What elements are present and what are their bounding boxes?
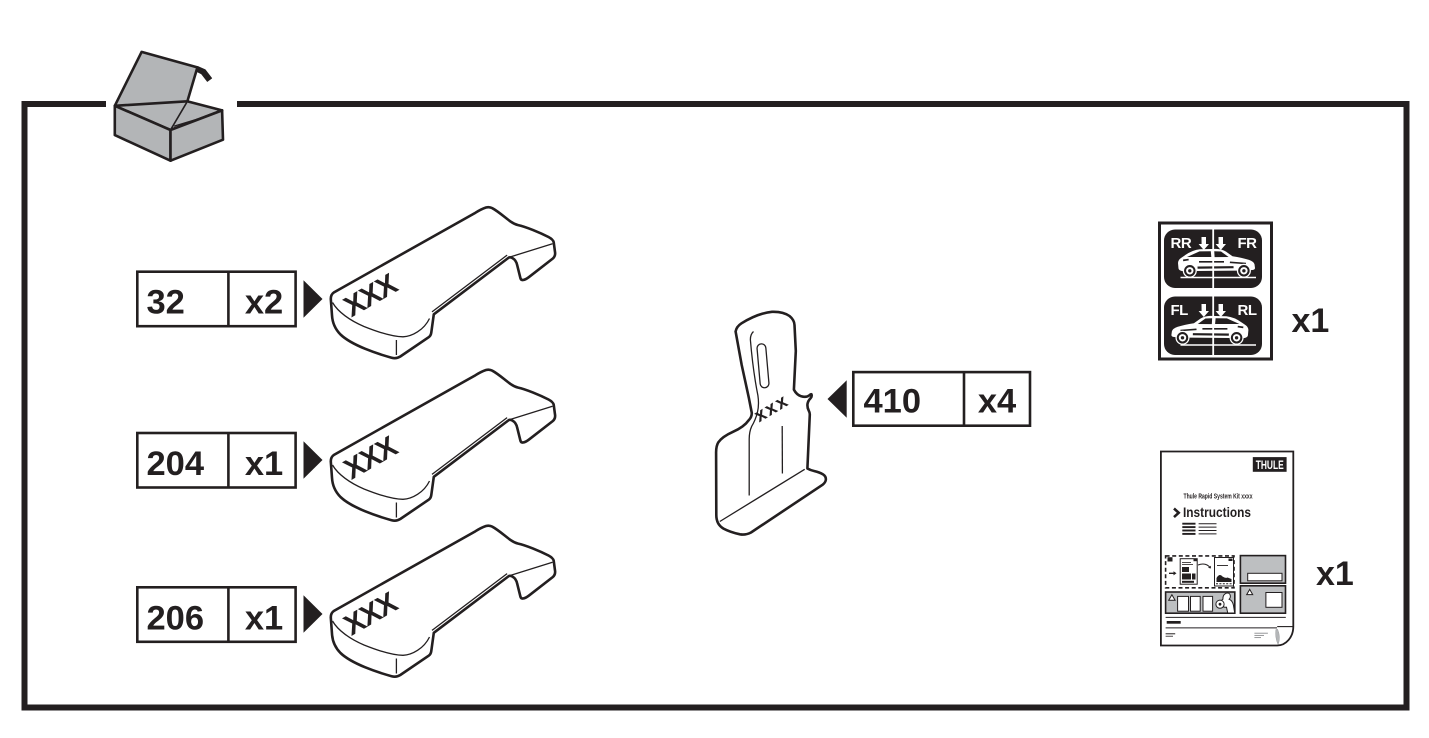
svg-text:32: 32: [147, 284, 185, 322]
svg-text:x4: x4: [978, 383, 1016, 421]
svg-text:THULE: THULE: [1256, 458, 1284, 472]
svg-text:x1: x1: [1316, 555, 1354, 593]
svg-text:FR: FR: [1238, 235, 1258, 252]
svg-text:204: 204: [147, 445, 205, 483]
svg-text:Thule Rapid System Kit xxxx: Thule Rapid System Kit xxxx: [1184, 493, 1253, 500]
svg-text:206: 206: [147, 599, 205, 637]
svg-text:x1: x1: [245, 445, 283, 483]
svg-text:x1: x1: [245, 599, 283, 637]
svg-text:x2: x2: [245, 284, 283, 322]
svg-text:Instructions: Instructions: [1183, 505, 1251, 520]
svg-text:RR: RR: [1171, 235, 1192, 252]
svg-text:410: 410: [864, 383, 922, 421]
svg-text:FL: FL: [1171, 302, 1189, 319]
svg-text:RL: RL: [1238, 302, 1257, 319]
svg-text:x1: x1: [1292, 302, 1330, 340]
